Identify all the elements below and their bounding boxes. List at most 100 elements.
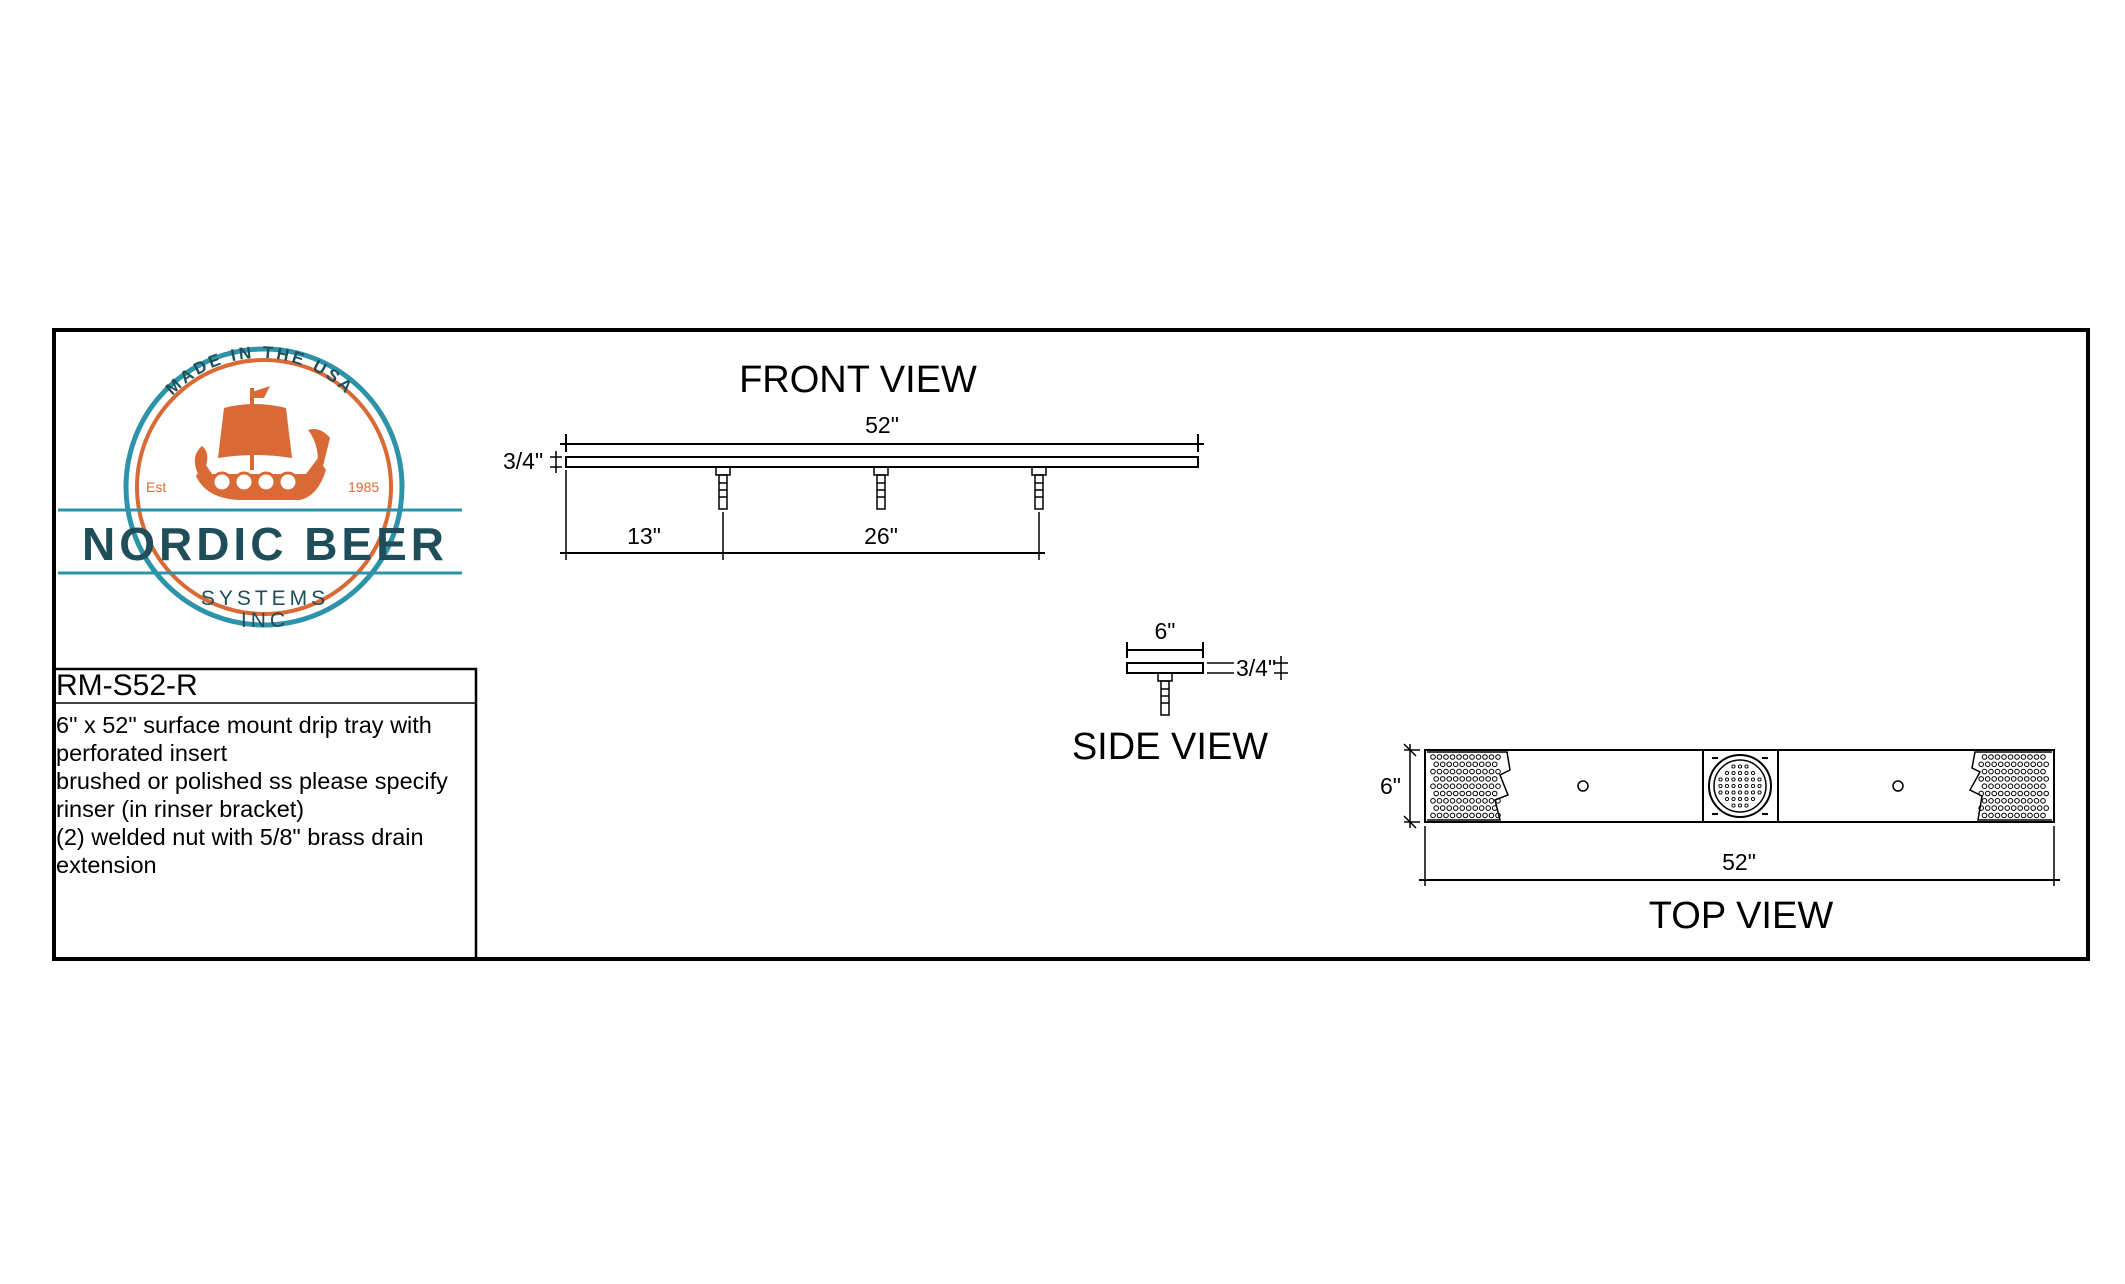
description-line: perforated insert [56, 740, 228, 766]
perforation-hole [1469, 783, 1475, 790]
description-box-frame [52, 667, 478, 961]
perforation-hole [1449, 754, 1456, 760]
perforation-hole [1485, 761, 1491, 768]
perforation-hole [2004, 776, 2010, 782]
perforation-hole [1436, 754, 1443, 760]
perforation-hole [1462, 783, 1469, 790]
perforation-hole [1991, 790, 1997, 797]
rinser-hole [1737, 777, 1743, 782]
perforation-hole [2014, 783, 2020, 790]
rinser-hole [1744, 777, 1749, 782]
perforation-hole [1988, 812, 1994, 819]
perforation-hole [2040, 754, 2046, 760]
rinser-hole [1737, 764, 1743, 769]
rinser-hole [1718, 783, 1723, 789]
rinser-icon [1702, 749, 1779, 823]
perforation-hole [2040, 812, 2046, 819]
mounting-hole-left [1577, 780, 1589, 792]
perforation-hole [1997, 805, 2004, 811]
rinser-hole [1731, 803, 1736, 808]
perforation-hole [2001, 812, 2007, 819]
rinser-hole [1731, 777, 1736, 782]
perforation-hole [2007, 754, 2014, 760]
drain-fitting-1 [715, 466, 731, 510]
perforation-hole [1984, 761, 1991, 768]
drain-fitting-2 [873, 466, 889, 510]
perforation-hole [2001, 754, 2007, 760]
rinser-hole [1744, 783, 1749, 789]
top-length-label: 52" [1722, 849, 1756, 875]
left-perforated-insert [1430, 754, 1501, 819]
logo-brand-sub2: INC [241, 609, 289, 632]
perforation-hole [1485, 805, 1491, 811]
perforation-hole [2007, 798, 2014, 804]
description-box: RM-S52-R 6" x 52" surface mount drip tra… [54, 669, 479, 959]
perforation-hole [2036, 805, 2043, 811]
perforation-hole [1433, 761, 1439, 768]
perforation-hole [1988, 754, 1994, 760]
title-block-frame [52, 328, 2090, 961]
perforation-hole [1997, 790, 2004, 797]
perforation-hole [2007, 812, 2014, 819]
perforation-hole [1452, 790, 1459, 797]
perforation-hole [1459, 761, 1465, 768]
perforation-hole [1981, 783, 1988, 790]
perforation-hole [1443, 812, 1449, 819]
perforation-hole [1449, 783, 1456, 790]
perforation-hole [1475, 768, 1482, 775]
perforation-hole [1456, 754, 1462, 760]
rinser-hole [1731, 783, 1736, 789]
perforation-hole [2040, 798, 2046, 804]
perforation-hole [1984, 776, 1991, 782]
perforation-hole [2040, 783, 2046, 790]
perforation-hole [2043, 805, 2049, 811]
perforation-hole [2020, 754, 2027, 760]
rinser-hole [1731, 790, 1736, 795]
perforation-hole [1456, 783, 1462, 790]
perforation-hole [2020, 798, 2027, 804]
perforation-hole [1430, 798, 1436, 804]
description-line: (2) welded nut with 5/8" brass drain [56, 824, 424, 850]
perforation-hole [2001, 783, 2007, 790]
perforation-hole [1465, 776, 1472, 782]
logo-outer-ring [123, 346, 405, 628]
rinser-hole [1750, 783, 1756, 789]
perforation-hole [1465, 761, 1472, 768]
rinser-hole [1757, 777, 1762, 782]
description-line: 6" x 52" surface mount drip tray with [56, 712, 432, 738]
perforation-hole [1994, 783, 2001, 790]
perforation-hole [1443, 768, 1449, 775]
perforation-hole [2023, 761, 2030, 768]
perforation-hole [1430, 783, 1436, 790]
perforation-hole [1991, 776, 1997, 782]
perforation-hole [1478, 776, 1485, 782]
company-logo: MADE IN THE USA Est 1985 NORDIC BEER SYS… [58, 343, 462, 632]
perforation-hole [1452, 805, 1459, 811]
perforation-hole [1478, 790, 1485, 797]
front-offset-label: 13" [627, 523, 661, 549]
perforation-hole [2023, 790, 2030, 797]
perforation-hole [1984, 805, 1991, 811]
perforation-hole [2020, 768, 2027, 775]
perforation-hole [2007, 783, 2014, 790]
perforation-hole [2033, 768, 2040, 775]
perforation-hole [1984, 790, 1991, 797]
perforation-hole [1981, 768, 1988, 775]
perforation-hole [2010, 790, 2017, 797]
perforation-hole [1472, 790, 1478, 797]
perforation-hole [1495, 768, 1501, 775]
rinser-hole [1744, 803, 1749, 808]
perforation-hole [1491, 776, 1498, 782]
perforation-hole [1469, 812, 1475, 819]
perforation-hole [1462, 754, 1469, 760]
top-view: 6" 52" TOP VIEW [1380, 743, 2060, 937]
side-view-title: SIDE VIEW [1072, 726, 1268, 768]
perforation-hole [2014, 798, 2020, 804]
description-line: brushed or polished ss please specify [56, 768, 448, 794]
side-thickness-label: 3/4" [1236, 655, 1276, 681]
perforation-hole [1446, 790, 1452, 797]
perforation-hole [1478, 761, 1485, 768]
perforation-hole [1981, 754, 1988, 760]
perforation-hole [1475, 783, 1482, 790]
perforation-hole [2043, 790, 2049, 797]
